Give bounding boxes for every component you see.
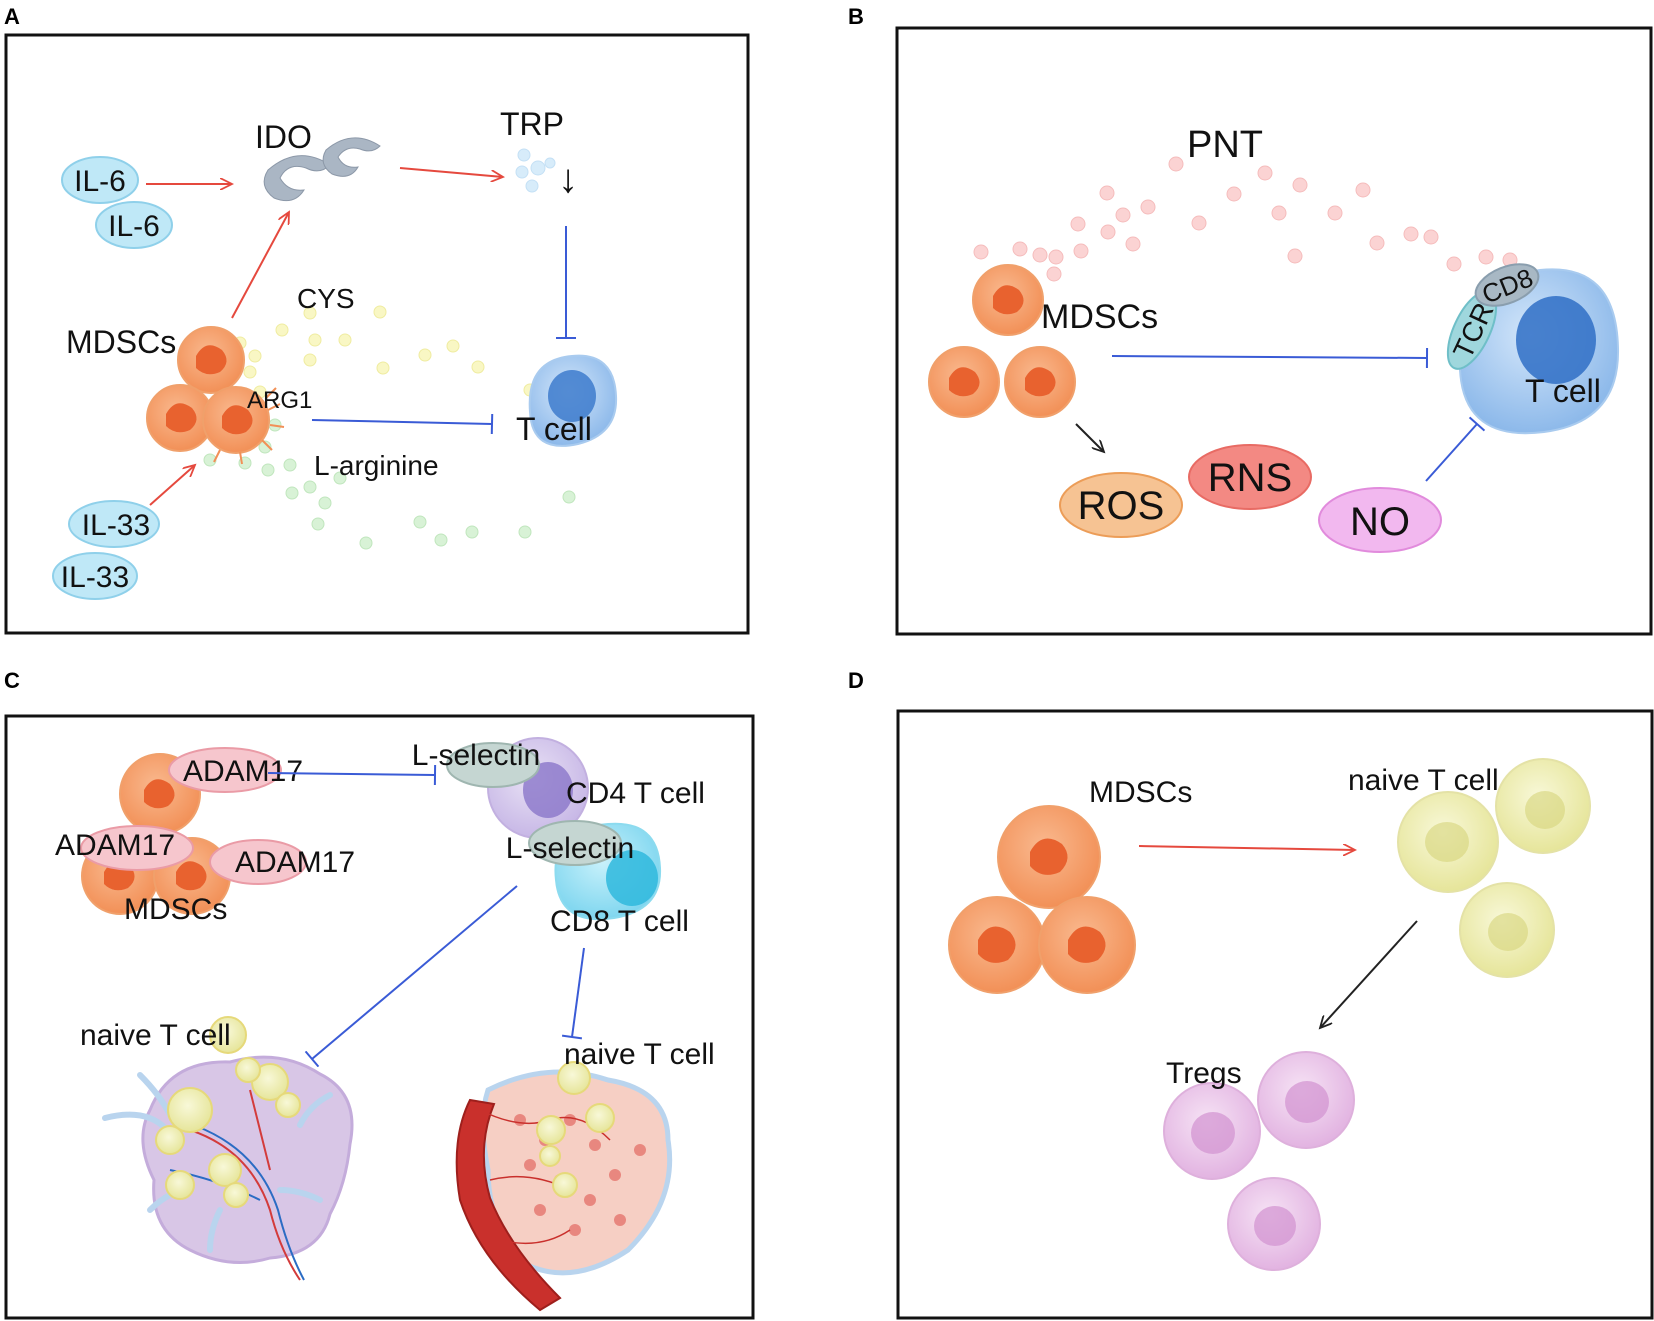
svg-text:IL-33: IL-33 bbox=[82, 509, 150, 542]
adam17-protein: ADAM17 bbox=[55, 825, 194, 871]
production-arrow bbox=[1075, 423, 1104, 452]
l-arginine-molecules bbox=[203, 418, 576, 550]
svg-text:ADAM17: ADAM17 bbox=[235, 846, 355, 879]
naive-t-cell bbox=[1397, 791, 1499, 893]
l-selectin-receptor: L-selectin bbox=[412, 739, 540, 788]
inhibition-line bbox=[561, 947, 585, 1040]
differentiation-arrow bbox=[1320, 920, 1418, 1028]
mdscs-label: MDSCs bbox=[1089, 776, 1192, 809]
trp-molecules bbox=[515, 148, 556, 193]
trp-decrease-arrow: ↓ bbox=[558, 157, 578, 201]
mdsc-cell bbox=[972, 264, 1044, 336]
mdsc-cell bbox=[928, 346, 1000, 418]
svg-text:IL-6: IL-6 bbox=[108, 210, 160, 243]
l-arginine-label: L-arginine bbox=[314, 450, 439, 481]
trp-label: TRP bbox=[500, 106, 564, 142]
t-cell bbox=[1458, 268, 1620, 435]
panel-d-frame bbox=[896, 709, 1654, 1320]
mdsc-cell bbox=[948, 896, 1046, 994]
adam17-protein: ADAM17 bbox=[168, 747, 303, 793]
mdsc-cell bbox=[202, 386, 285, 465]
cys-label: CYS bbox=[297, 283, 355, 314]
svg-text:NO: NO bbox=[1350, 500, 1410, 544]
cys-molecules bbox=[233, 305, 537, 399]
mdsc-cell bbox=[997, 805, 1101, 909]
panel-b: B PNT MDSCs bbox=[848, 4, 1653, 636]
panel-a-frame bbox=[4, 33, 750, 635]
activation-arrow bbox=[149, 465, 195, 506]
lymph-node-icon bbox=[102, 1016, 354, 1281]
activation-arrow bbox=[1138, 846, 1355, 850]
il6-cytokine: IL-6 bbox=[95, 201, 173, 249]
svg-text:IL-33: IL-33 bbox=[61, 561, 129, 594]
activation-arrow bbox=[231, 212, 289, 319]
panel-label-b: B bbox=[848, 4, 864, 29]
adam17-protein: ADAM17 bbox=[209, 839, 355, 885]
t-cell-label: T cell bbox=[1525, 373, 1601, 409]
l-selectin-receptor: L-selectin bbox=[506, 820, 634, 866]
treg-cell bbox=[1257, 1051, 1355, 1149]
rns-molecule: RNS bbox=[1188, 444, 1312, 510]
svg-text:ADAM17: ADAM17 bbox=[55, 829, 175, 862]
tregs-label: Tregs bbox=[1166, 1057, 1242, 1090]
pnt-label: PNT bbox=[1187, 124, 1263, 166]
cd8-t-cell-label: CD8 T cell bbox=[550, 905, 689, 938]
ido-label: IDO bbox=[255, 119, 312, 155]
treg-cell bbox=[1227, 1177, 1321, 1271]
panel-d: D MDSCs naive T cell bbox=[848, 668, 1654, 1320]
naive-t-cell bbox=[1459, 882, 1555, 978]
mdscs-label: MDSCs bbox=[66, 324, 176, 360]
panel-label-d: D bbox=[848, 668, 864, 693]
svg-text:IL-6: IL-6 bbox=[74, 165, 126, 198]
inhibition-line bbox=[267, 764, 437, 786]
arg1-label: ARG1 bbox=[247, 387, 312, 414]
panel-c-frame bbox=[4, 714, 755, 1320]
svg-text:ROS: ROS bbox=[1078, 484, 1165, 528]
svg-text:L-selectin: L-selectin bbox=[412, 739, 540, 772]
naive-t-cell-label: naive T cell bbox=[564, 1038, 715, 1071]
svg-text:RNS: RNS bbox=[1208, 456, 1292, 500]
mdsc-cell bbox=[1004, 346, 1076, 418]
inhibition-line bbox=[311, 413, 494, 435]
no-molecule: NO bbox=[1318, 487, 1442, 553]
ros-molecule: ROS bbox=[1059, 472, 1183, 538]
mdscs-label: MDSCs bbox=[1041, 298, 1158, 336]
naive-t-cell-label: naive T cell bbox=[1348, 764, 1499, 797]
inhibition-line bbox=[1111, 347, 1429, 369]
naive-t-cell bbox=[1495, 758, 1591, 854]
svg-text:L-selectin: L-selectin bbox=[506, 832, 634, 865]
panel-a: A IL-6 IL-6 IDO TRP ↓ bbox=[4, 4, 750, 635]
treg-cell bbox=[1163, 1082, 1261, 1180]
blood-vessel-icon bbox=[455, 1061, 673, 1312]
il33-cytokine: IL-33 bbox=[68, 500, 160, 548]
il33-cytokine: IL-33 bbox=[52, 552, 138, 600]
mdsc-cell bbox=[1038, 896, 1136, 994]
mdscs-label: MDSCs bbox=[124, 893, 227, 926]
svg-text:ADAM17: ADAM17 bbox=[183, 755, 303, 788]
panel-label-a: A bbox=[4, 4, 20, 29]
cd4-t-cell-label: CD4 T cell bbox=[566, 777, 705, 810]
t-cell bbox=[528, 354, 618, 447]
ido-enzyme-icon bbox=[263, 137, 381, 202]
mdsc-cell bbox=[177, 326, 245, 394]
panel-c: C ADAM17 ADAM17 ADAM17 MDSCs bbox=[4, 668, 755, 1320]
inhibition-line bbox=[1425, 416, 1486, 482]
t-cell-label: T cell bbox=[516, 411, 592, 447]
inhibition-line bbox=[304, 885, 518, 1068]
panel-label-c: C bbox=[4, 668, 20, 693]
pnt-molecules bbox=[973, 156, 1518, 282]
il6-cytokine: IL-6 bbox=[61, 156, 139, 204]
naive-t-cell-label: naive T cell bbox=[80, 1019, 231, 1052]
panel-b-frame bbox=[895, 26, 1653, 636]
activation-arrow bbox=[399, 167, 503, 177]
mdsc-cell bbox=[146, 384, 214, 452]
